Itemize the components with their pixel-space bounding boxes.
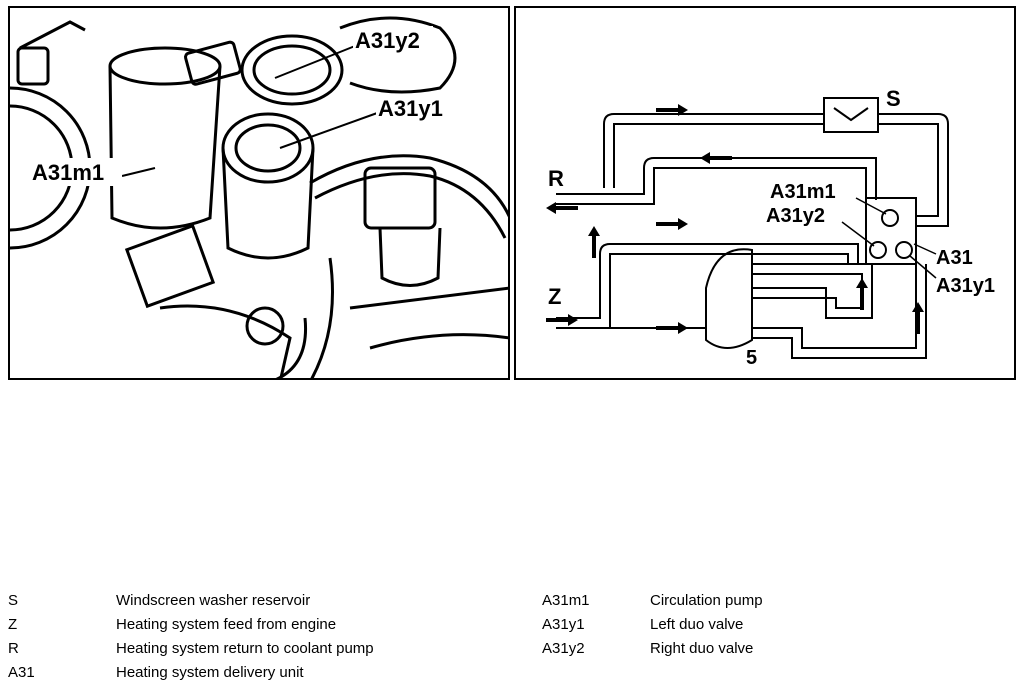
connector-plug xyxy=(363,166,437,230)
lower-pipe xyxy=(159,304,292,378)
hose-fitting xyxy=(16,46,50,86)
flow-arrow-up-left xyxy=(588,226,600,258)
legend-desc-a31: Heating system delivery unit xyxy=(116,664,304,681)
pipe-feed-inner xyxy=(556,253,849,329)
legend-code-r: R xyxy=(8,640,19,657)
callout-bg-a31y1 xyxy=(376,94,456,120)
legend-desc-z: Heating system feed from engine xyxy=(116,616,337,633)
label-a31m1: A31m1 xyxy=(770,181,836,203)
reservoir-s-box xyxy=(823,97,879,133)
pipe-core-to-valve-y2-inner xyxy=(752,273,863,309)
flow-arrow-core xyxy=(656,322,688,334)
pipe-core-to-valve-y1-inner xyxy=(752,264,927,359)
pump-a31m1-symbol xyxy=(881,209,899,227)
reservoir-s-valve-mark xyxy=(833,107,869,122)
frame-edge-1 xyxy=(349,286,508,310)
flow-arrow-up-y1 xyxy=(912,302,924,334)
heater-core-5 xyxy=(705,248,753,349)
legend-code-a31m1: A31m1 xyxy=(542,592,590,609)
legend-code-z: Z xyxy=(8,616,18,633)
leader-a31y1 xyxy=(909,255,937,279)
label-a31y2: A31y2 xyxy=(766,205,825,227)
flow-arrow-z-in xyxy=(546,314,578,326)
schematic-drawing: S R Z A31m1 A31y2 A31 A31y1 5 xyxy=(546,86,995,369)
valve-y2-ring-inner xyxy=(252,44,332,96)
label-r: R xyxy=(548,166,564,191)
leader-a31y2 xyxy=(841,221,875,247)
label-5: 5 xyxy=(746,347,757,369)
pump-body xyxy=(108,65,222,230)
flow-arrow-up-y2 xyxy=(856,278,868,310)
valve-a31y1-symbol xyxy=(895,241,913,259)
frame-edge-2 xyxy=(369,333,508,350)
legend-desc-r: Heating system return to coolant pump xyxy=(116,640,374,657)
label-z: Z xyxy=(548,284,561,309)
pump-top xyxy=(108,46,222,86)
connector-body xyxy=(378,227,442,287)
legend-desc-a31y1: Left duo valve xyxy=(650,616,744,633)
flow-arrow-top xyxy=(656,104,688,116)
engine-bay-drawing: A31y2 A31y1 A31m1 xyxy=(10,16,508,378)
hose-right-1 xyxy=(309,154,508,218)
leader-a31m1 xyxy=(855,197,887,215)
upper-left-hose xyxy=(19,20,86,50)
pipe-feed-outer xyxy=(556,243,859,319)
flow-arrow-middle xyxy=(656,218,688,230)
callout-a31y1: A31y1 xyxy=(378,96,443,121)
pump-connector xyxy=(184,40,242,86)
legend-code-a31y2: A31y2 xyxy=(542,640,585,657)
lower-hose-clamp xyxy=(124,223,216,309)
callout-line-a31y2 xyxy=(274,45,356,79)
engine-bay-illustration: A31y2 A31y1 A31m1 xyxy=(8,6,510,380)
legend-code-a31y1: A31y1 xyxy=(542,616,585,633)
valve-y1-body xyxy=(221,147,315,260)
valve-a31y2-symbol xyxy=(869,241,887,259)
legend-code-s: S xyxy=(8,592,19,609)
label-a31y1: A31y1 xyxy=(936,275,995,297)
pipe-core-to-valve-y1 xyxy=(752,264,917,349)
callout-line-a31m1 xyxy=(121,167,156,177)
callout-a31y2: A31y2 xyxy=(355,28,420,53)
pipe-return-inner xyxy=(556,167,867,205)
delivery-unit-a31-box xyxy=(865,197,917,265)
label-a31: A31 xyxy=(936,247,973,269)
callout-bg-a31y2 xyxy=(353,26,433,52)
leader-a31 xyxy=(913,243,937,255)
coolant-schematic: S R Z A31m1 A31y2 A31 A31y1 5 xyxy=(514,6,1016,380)
legend-desc-s: Windscreen washer reservoir xyxy=(116,592,311,609)
valve-y2-ring-outer xyxy=(240,34,344,106)
pipe-return-outer xyxy=(556,157,877,200)
callout-line-a31y1 xyxy=(279,111,381,149)
valve-y1-ring-inner xyxy=(234,123,302,173)
label-s: S xyxy=(886,86,901,111)
flow-arrow-return xyxy=(700,152,732,164)
legend-desc-a31y2: Right duo valve xyxy=(650,640,754,657)
hose-lower-1 xyxy=(275,317,308,378)
legend-code-a31: A31 xyxy=(8,664,35,681)
reservoir-outline xyxy=(339,16,457,94)
hose-lower-2 xyxy=(310,257,334,378)
hose-right-2 xyxy=(314,172,507,239)
flow-arrow-r-out xyxy=(546,202,578,214)
pipe-top-loop-inner xyxy=(613,123,939,217)
pipe-core-to-valve-y2 xyxy=(752,263,873,319)
legend-desc-a31m1: Circulation pump xyxy=(650,592,763,609)
callout-a31m1: A31m1 xyxy=(32,160,104,185)
callout-bg-a31m1 xyxy=(30,158,122,186)
lower-bolt xyxy=(245,306,285,346)
